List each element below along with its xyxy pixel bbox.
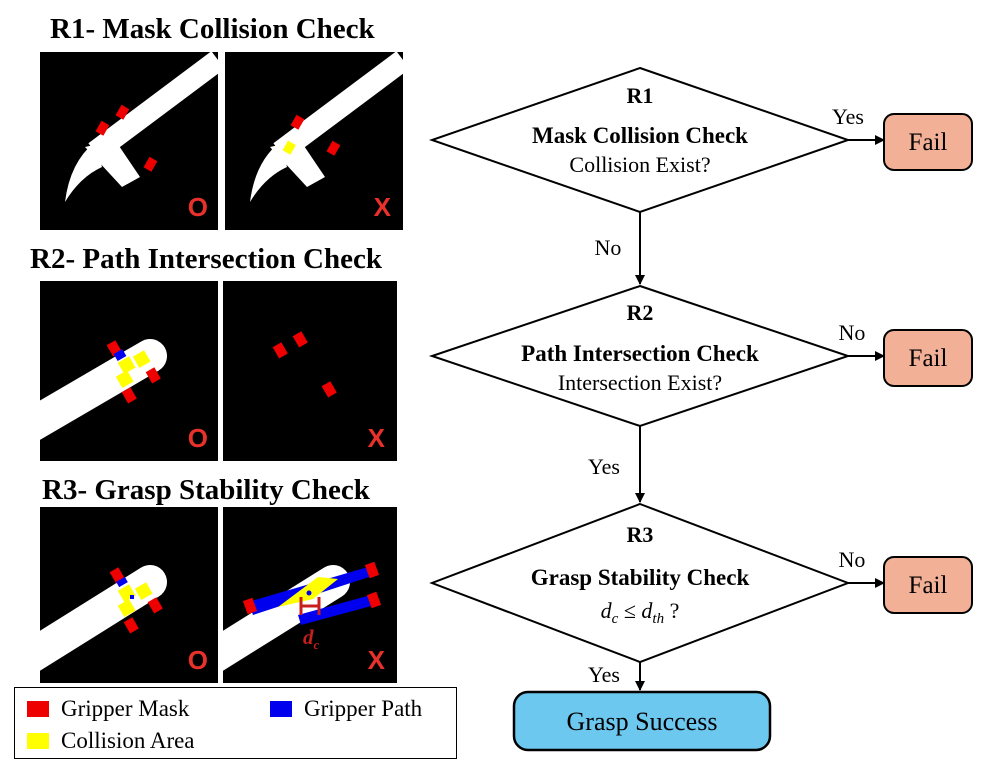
r1-no-label: No xyxy=(595,235,622,260)
collision-area-swatch xyxy=(27,733,49,749)
r3-id: R3 xyxy=(627,522,654,547)
r2-fail-image: X xyxy=(223,281,397,461)
r1-fail-mark: X xyxy=(373,192,391,222)
r2-no-label: No xyxy=(839,320,866,345)
r3-fail-box xyxy=(883,556,973,614)
r3-fail-label: Fail xyxy=(909,572,948,599)
r3-title: Grasp Stability Check xyxy=(531,565,750,590)
r2-success-mark: O xyxy=(187,423,208,453)
r2-yes-label: Yes xyxy=(588,454,620,479)
legend: Gripper Mask Gripper Path Collision Area xyxy=(14,687,457,759)
legend-item-collision-area: Collision Area xyxy=(27,728,195,754)
r2-question: Intersection Exist? xyxy=(558,370,722,395)
r3-yes-label: Yes xyxy=(588,662,620,687)
r2-fail-box xyxy=(883,329,973,387)
r1-success-mark: O xyxy=(187,192,208,222)
r1-id: R1 xyxy=(627,83,654,108)
r2-fail-label: Fail xyxy=(909,345,948,372)
r1-question: Collision Exist? xyxy=(569,152,710,177)
r3-fail-image: dc X xyxy=(223,507,397,683)
r2-title: Path Intersection Check xyxy=(521,341,759,366)
r3-distance-label: dc xyxy=(303,625,320,653)
r2-id: R2 xyxy=(627,300,654,325)
legend-label: Gripper Path xyxy=(304,696,423,721)
r3-section-title: R3- Grasp Stability Check xyxy=(42,474,370,506)
grasp-success-label: Grasp Success xyxy=(567,707,718,736)
r1-fail-box xyxy=(883,113,973,171)
r1-title: Mask Collision Check xyxy=(532,123,748,148)
r1-yes-label: Yes xyxy=(832,104,864,129)
r1-section-title: R1- Mask Collision Check xyxy=(50,13,375,45)
r3-no-label: No xyxy=(839,547,866,572)
r1-fail-image: X xyxy=(225,52,403,230)
r2-fail-mark: X xyxy=(367,423,385,453)
r3-success-mark: O xyxy=(187,645,208,675)
gripper-mask-swatch xyxy=(27,701,49,717)
r1-success-image: O xyxy=(40,52,218,230)
r2-section-title: R2- Path Intersection Check xyxy=(30,243,382,275)
legend-item-gripper-mask: Gripper Mask xyxy=(27,696,189,722)
r3-question: dc ≤ dth ? xyxy=(601,598,680,627)
legend-label: Gripper Mask xyxy=(61,696,190,721)
grasp-success-box xyxy=(512,690,772,752)
r2-success-image: O xyxy=(40,281,218,461)
legend-label: Collision Area xyxy=(61,728,195,753)
gripper-path-swatch xyxy=(270,701,292,717)
r3-success-image: O xyxy=(40,507,218,683)
r1-fail-label: Fail xyxy=(909,129,948,156)
legend-item-gripper-path: Gripper Path xyxy=(270,696,422,722)
r3-fail-mark: X xyxy=(367,645,385,675)
